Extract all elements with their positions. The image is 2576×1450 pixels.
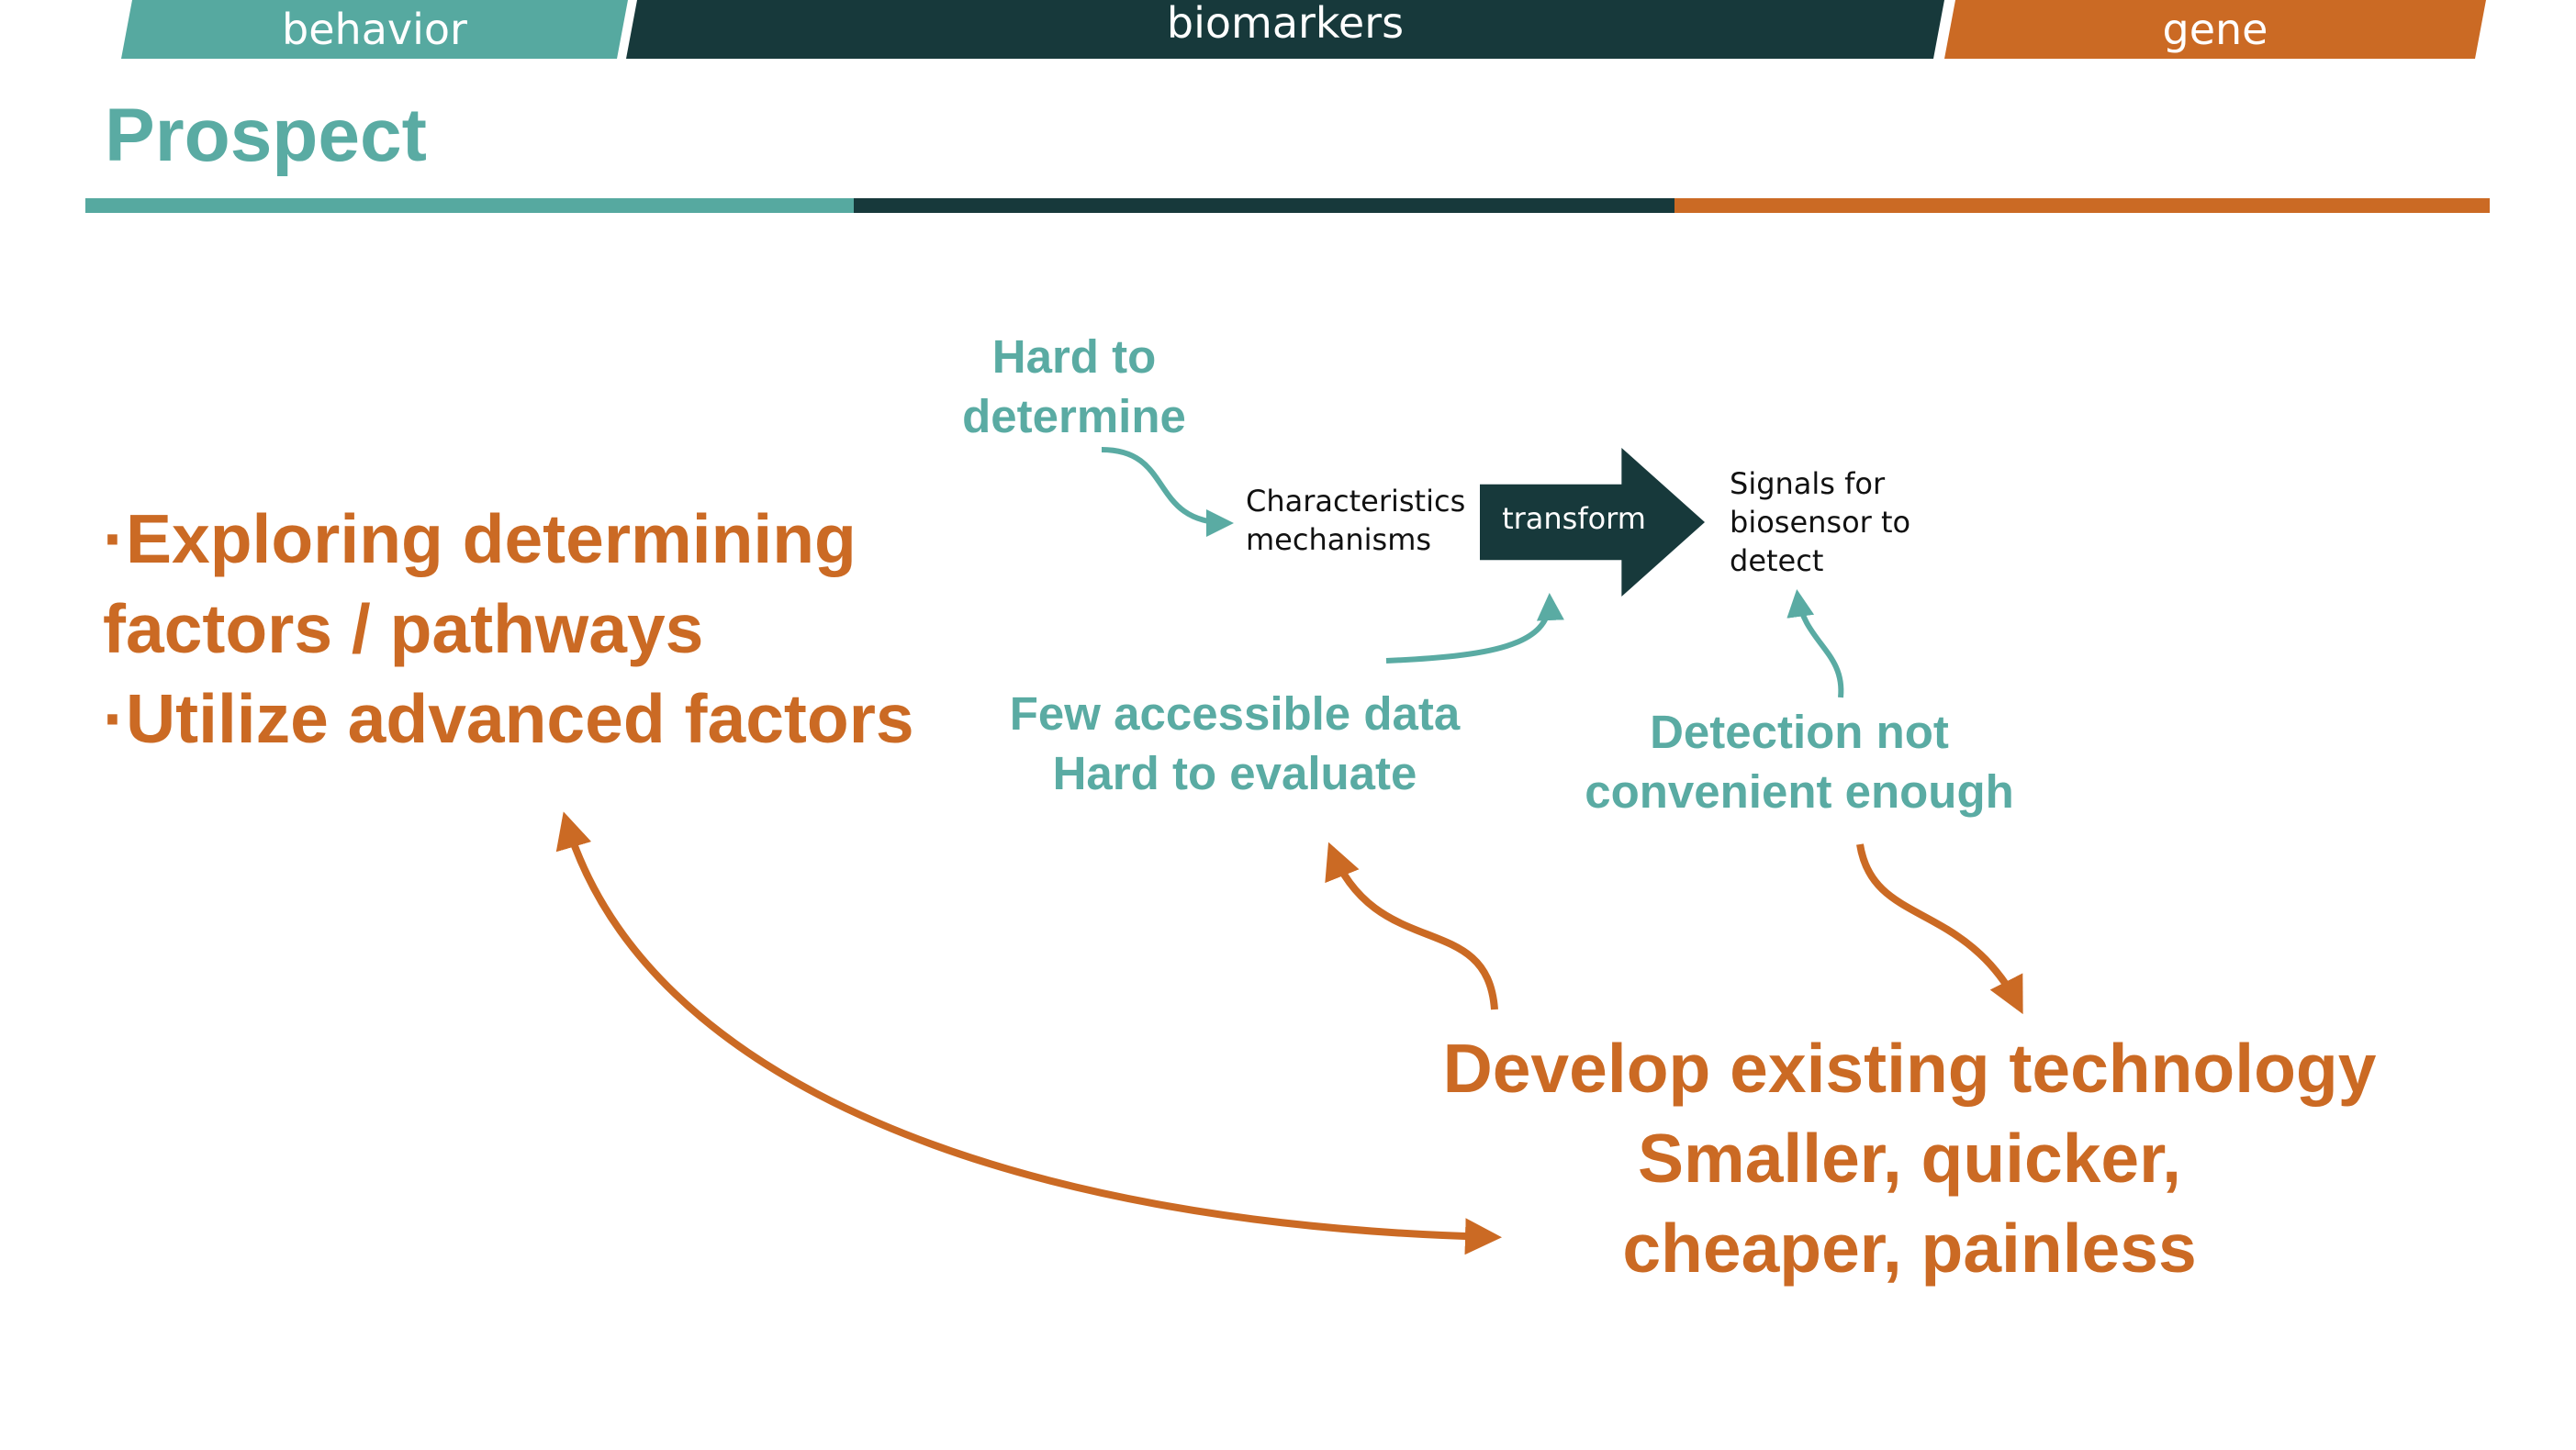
label-line: Detection not xyxy=(1650,706,1949,758)
tab-gene-label: gene xyxy=(2162,5,2268,54)
label-line: Hard to xyxy=(991,330,1157,383)
few-accessible-data-label: Few accessible data Hard to evaluate xyxy=(973,684,1496,803)
label-line: Few accessible data xyxy=(1009,687,1461,740)
tab-gene[interactable]: gene xyxy=(1944,0,2486,59)
bullet-line: ·Exploring determining xyxy=(103,500,857,577)
hard-to-determine-label: Hard to determine xyxy=(918,327,1230,446)
tab-biomarkers[interactable]: biomarkers xyxy=(626,0,1944,59)
detection-not-convenient-label: Detection not convenient enough xyxy=(1524,702,2075,821)
develop-line: Smaller, quicker, xyxy=(1637,1120,2182,1197)
bullet-line: ·Utilize advanced factors xyxy=(103,680,914,757)
label-line: mechanisms xyxy=(1246,522,1432,557)
arrow-detection-to-signals xyxy=(1786,589,1844,698)
arrow-left-develop-bidirectional xyxy=(555,811,1502,1255)
develop-line: cheaper, painless xyxy=(1622,1210,2197,1287)
label-line: Signals for xyxy=(1730,466,1886,501)
label-line: Characteristics xyxy=(1246,484,1466,519)
arrow-data-to-transform xyxy=(1385,593,1564,664)
divider-dark xyxy=(854,198,1674,213)
tab-biomarkers-label: biomarkers xyxy=(1166,0,1405,48)
arrow-detection-to-develop xyxy=(1856,843,2023,1015)
arrow-hard-to-characteristics xyxy=(1101,447,1234,537)
label-line: Hard to evaluate xyxy=(1052,747,1417,799)
left-bullet-list: ·Exploring determining factors / pathway… xyxy=(103,494,914,764)
develop-technology-block: Develop existing technology Smaller, qui… xyxy=(1377,1023,2442,1293)
divider-orange xyxy=(1674,198,2490,213)
bullet-line: factors / pathways xyxy=(103,590,704,667)
divider-teal xyxy=(85,198,854,213)
label-line: biosensor to xyxy=(1730,505,1911,540)
tab-behavior-label: behavior xyxy=(282,5,467,54)
page-title: Prospect xyxy=(105,94,427,177)
characteristics-mechanisms-label: Characteristics mechanisms xyxy=(1246,482,1465,559)
label-line: determine xyxy=(962,390,1186,442)
signals-label: Signals for biosensor to detect xyxy=(1730,464,1910,580)
label-line: detect xyxy=(1730,543,1824,578)
transform-label: transform xyxy=(1502,501,1646,536)
label-line: convenient enough xyxy=(1585,765,2014,818)
arrow-develop-to-data xyxy=(1325,842,1498,1010)
tab-behavior[interactable]: behavior xyxy=(121,0,628,59)
develop-line: Develop existing technology xyxy=(1442,1030,2377,1107)
